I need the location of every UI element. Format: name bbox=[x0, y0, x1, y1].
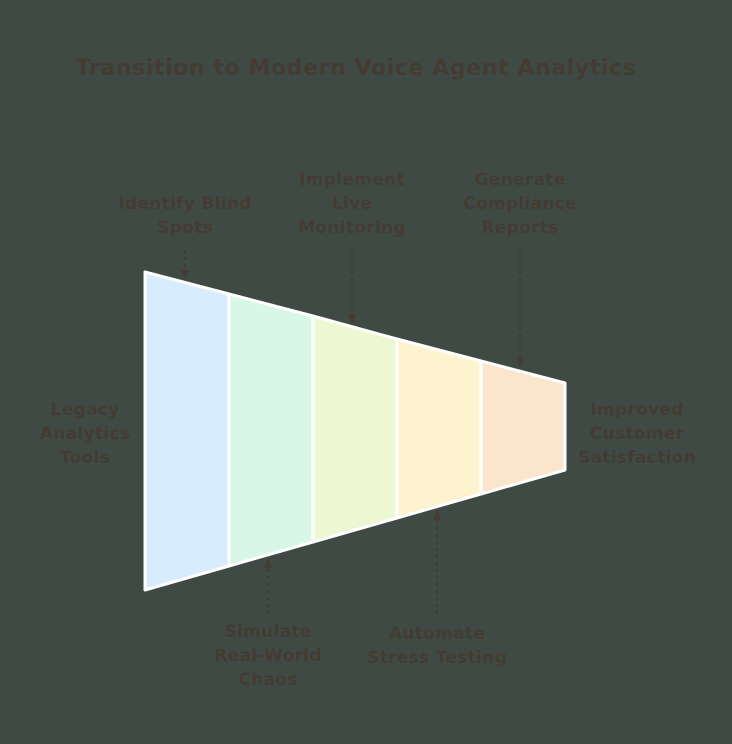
diagram-title: Transition to Modern Voice Agent Analyti… bbox=[75, 56, 637, 81]
funnel-stage-2 bbox=[227, 292, 315, 568]
arrow-head bbox=[433, 510, 441, 520]
annotation-identify-blind-spots: Identify Blind Spots bbox=[118, 194, 252, 239]
annotation-implement-live-monitoring: Implement Live Monitoring bbox=[298, 170, 406, 239]
arrow-implement-live-monitoring bbox=[348, 250, 356, 324]
funnel-start-label: Legacy Analytics Tools bbox=[39, 400, 131, 469]
arrow-head bbox=[348, 314, 356, 324]
annotation-generate-compliance-reports: Generate Compliance Reports bbox=[463, 170, 577, 239]
funnel-stage-4 bbox=[395, 337, 483, 520]
arrow-head bbox=[181, 270, 189, 280]
funnel-stage-1 bbox=[143, 270, 231, 592]
arrow-identify-blind-spots bbox=[181, 250, 189, 280]
arrow-simulate-real-world-chaos bbox=[264, 558, 272, 614]
arrow-automate-stress-testing bbox=[433, 510, 441, 614]
arrow-head bbox=[516, 358, 524, 368]
arrow-generate-compliance-reports bbox=[516, 250, 524, 368]
annotation-automate-stress-testing: Automate Stress Testing bbox=[367, 624, 507, 669]
funnel-stage-3 bbox=[311, 314, 399, 544]
annotation-simulate-real-world-chaos: Simulate Real-World Chaos bbox=[214, 622, 322, 691]
arrow-head bbox=[264, 558, 272, 568]
funnel-stage-5 bbox=[479, 359, 567, 496]
funnel-end-label: Improved Customer Satisfaction bbox=[577, 400, 697, 469]
